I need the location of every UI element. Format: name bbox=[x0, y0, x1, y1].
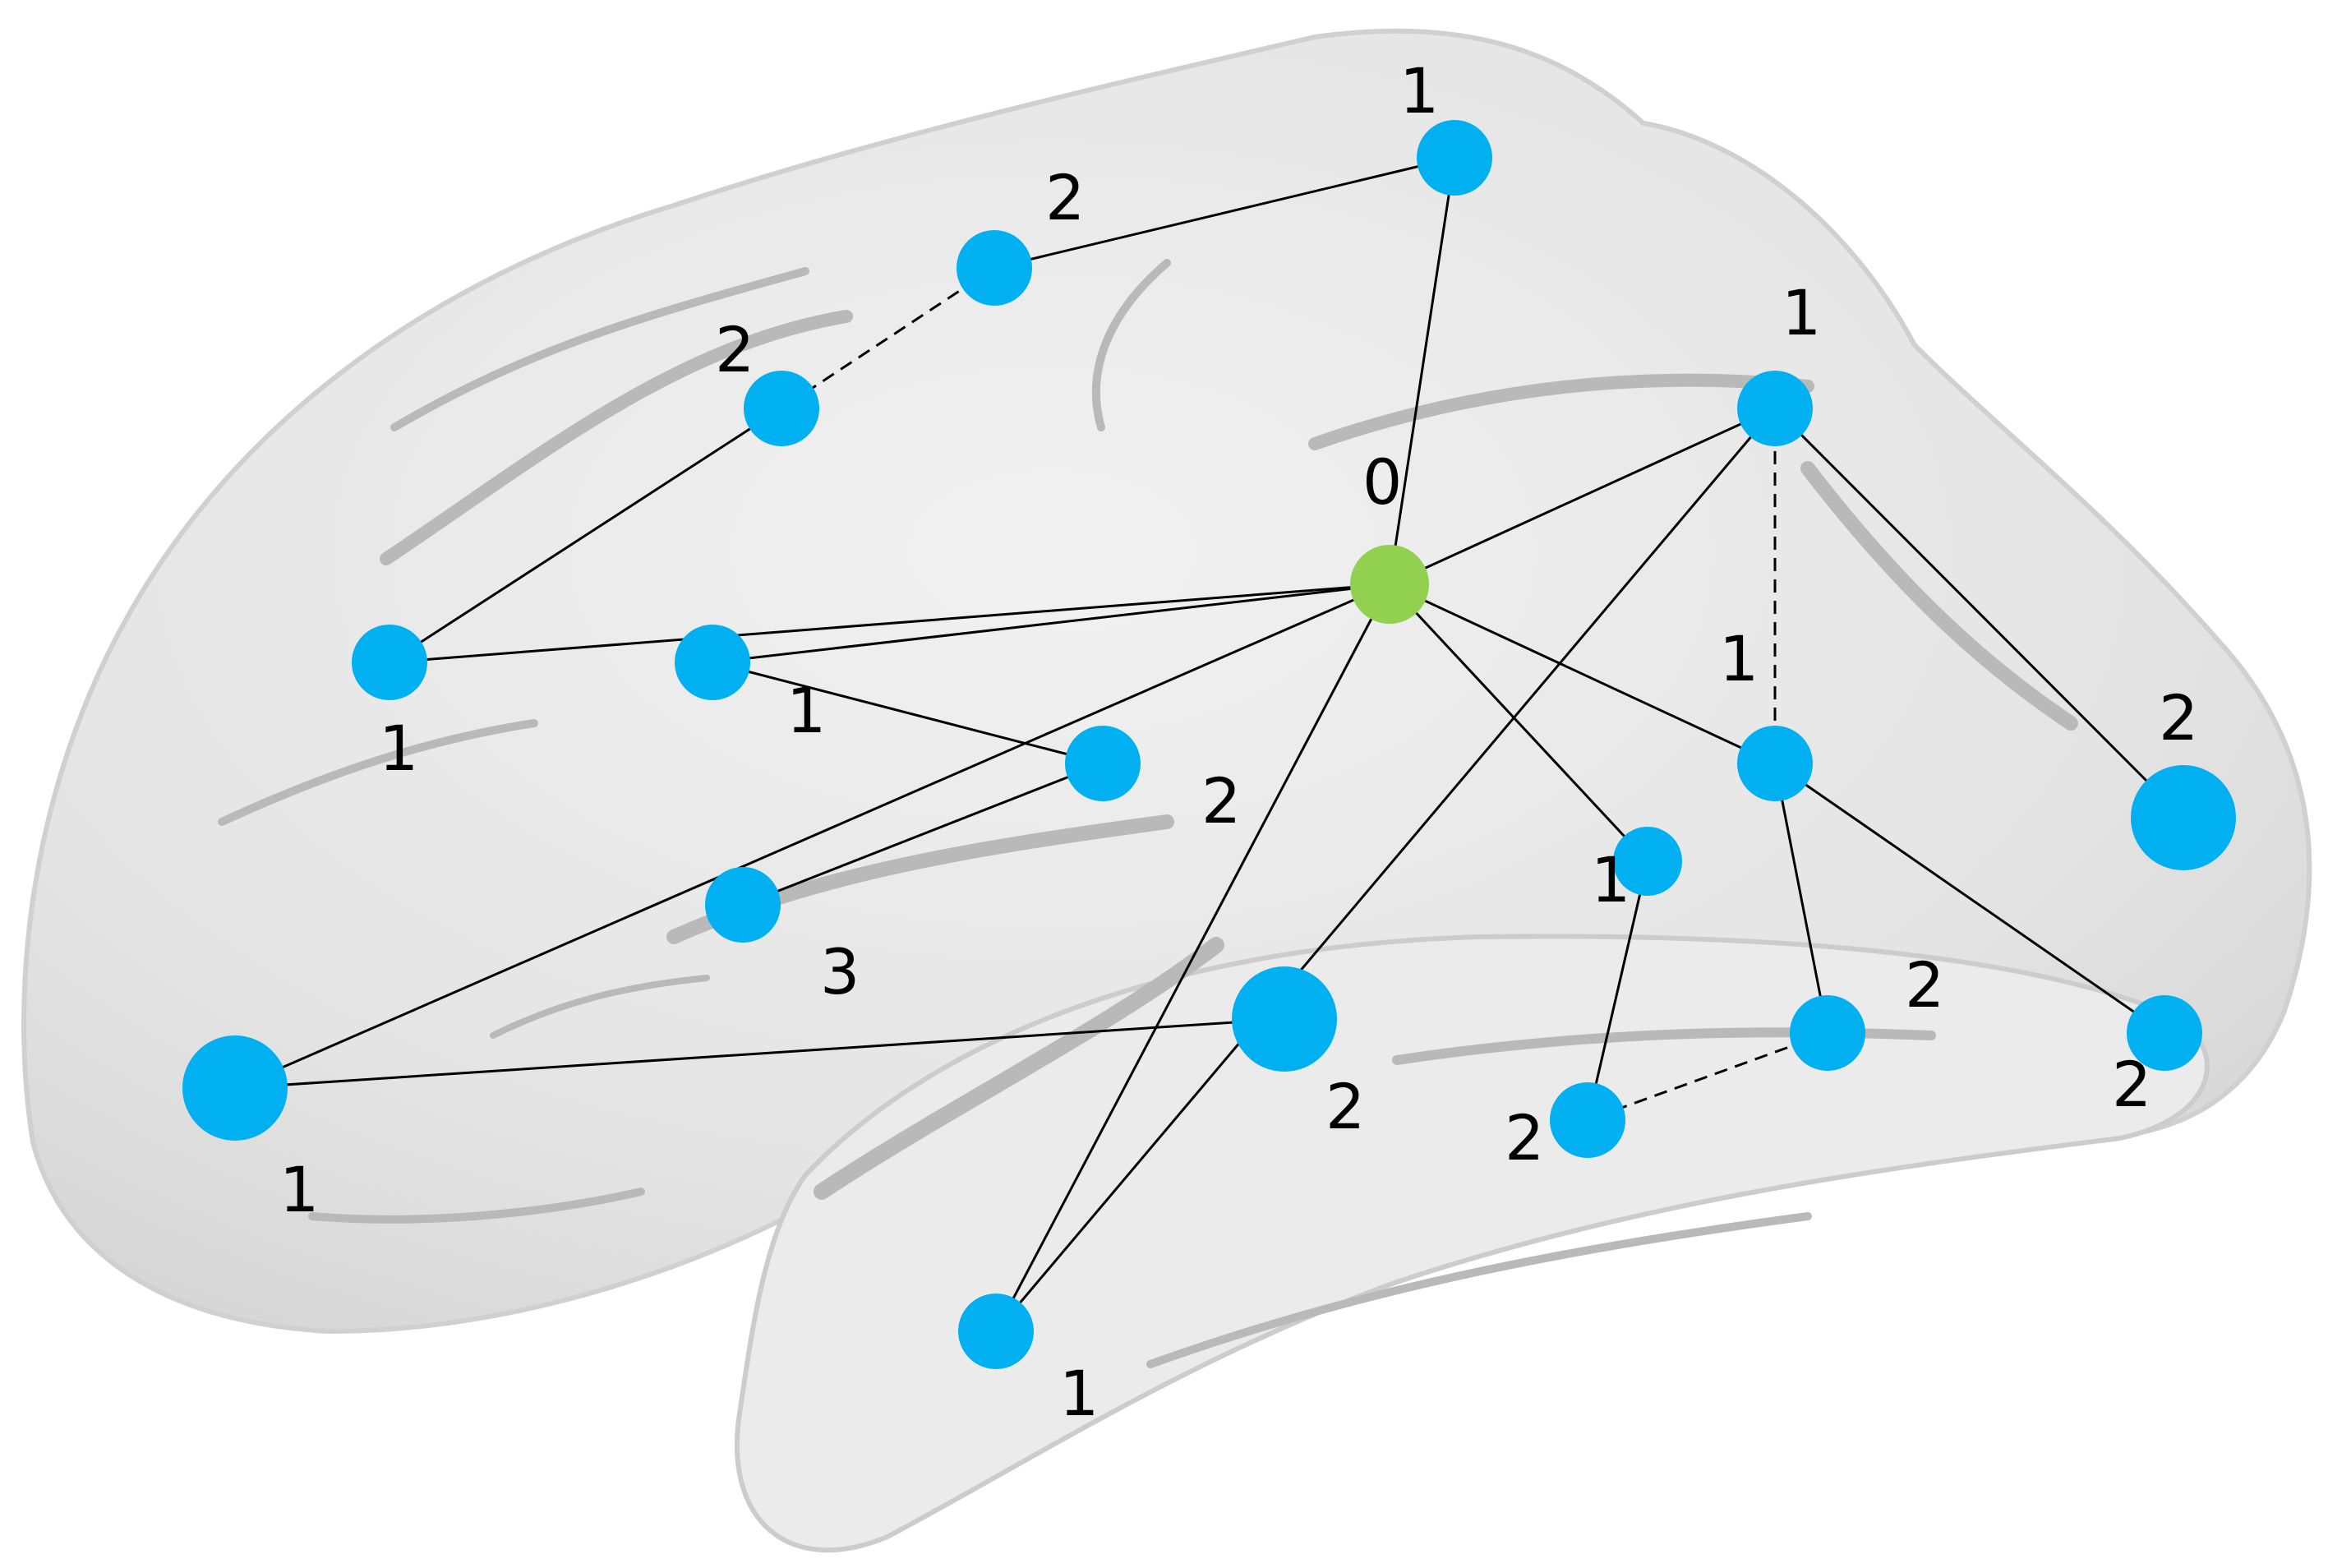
network-node-n6 bbox=[1065, 726, 1141, 801]
network-nodes bbox=[182, 120, 2236, 1369]
hub-node bbox=[1350, 545, 1429, 624]
network-edges bbox=[234, 156, 2185, 1332]
network-node-n15 bbox=[1550, 1082, 1625, 1158]
network-node-n5 bbox=[675, 625, 750, 700]
node-label-n17: 2 bbox=[2112, 1048, 2151, 1121]
edge-hub-n5 bbox=[712, 583, 1390, 664]
node-label-n9: 2 bbox=[1325, 1070, 1365, 1143]
network-node-n1 bbox=[1417, 120, 1492, 196]
node-label-n12: 2 bbox=[2159, 681, 2198, 754]
network-node-n12 bbox=[2131, 765, 2236, 870]
network-node-n10 bbox=[958, 1294, 1034, 1369]
node-label-n7: 3 bbox=[820, 935, 860, 1008]
network-node-n11 bbox=[1737, 371, 1813, 446]
node-label-n6: 2 bbox=[1201, 764, 1241, 837]
node-label-n2: 2 bbox=[1045, 161, 1085, 234]
network-node-n9 bbox=[1232, 966, 1337, 1072]
network-node-n8 bbox=[182, 1035, 288, 1141]
node-label-n4: 1 bbox=[379, 712, 418, 785]
hub-node-label: 0 bbox=[1362, 445, 1402, 519]
edge-n3-n4 bbox=[389, 407, 782, 664]
edge-n6-n7 bbox=[742, 762, 1104, 906]
node-label-n13: 1 bbox=[1591, 843, 1630, 916]
network-node-n2 bbox=[957, 230, 1032, 306]
network-node-n16 bbox=[1790, 995, 1865, 1071]
edge-n14-n16 bbox=[1773, 763, 1829, 1034]
edge-n5-n6 bbox=[712, 661, 1104, 765]
network-node-labels: 0 1 2 2 1 1 2 3 1 2 1 1 2 1 1 2 2 2 bbox=[279, 54, 2198, 1430]
brain-temporal-lobe bbox=[734, 934, 2210, 1553]
edge-n1-n2 bbox=[993, 156, 1455, 270]
node-label-n11: 1 bbox=[1782, 276, 1821, 349]
network-node-n17 bbox=[2127, 995, 2202, 1071]
node-label-n1: 1 bbox=[1399, 54, 1439, 127]
edge-n14-n17 bbox=[1774, 762, 2165, 1035]
network-node-n4 bbox=[352, 625, 427, 700]
node-label-n5: 1 bbox=[786, 674, 826, 747]
node-label-n8: 1 bbox=[279, 1153, 319, 1226]
edge-n10-n11 bbox=[994, 408, 1777, 1332]
edge-hub-n14 bbox=[1389, 583, 1776, 765]
edge-hub-n4 bbox=[389, 583, 1390, 664]
brain-surface bbox=[21, 28, 2312, 1553]
node-label-n16: 2 bbox=[1905, 948, 1944, 1022]
edge-hub-n1 bbox=[1388, 157, 1456, 585]
edge-hub-n8 bbox=[234, 583, 1390, 1090]
network-node-n7 bbox=[705, 867, 781, 943]
edge-n13-n15 bbox=[1586, 860, 1649, 1121]
edge-n11-n12 bbox=[1773, 407, 2185, 819]
edge-hub-n10 bbox=[994, 583, 1391, 1332]
node-label-n14: 1 bbox=[1719, 622, 1759, 695]
edge-hub-n11 bbox=[1389, 407, 1776, 586]
node-label-n10: 1 bbox=[1059, 1357, 1099, 1430]
node-label-n15: 2 bbox=[1505, 1101, 1544, 1174]
network-node-n13 bbox=[1613, 827, 1682, 896]
node-label-n3: 2 bbox=[715, 313, 754, 386]
network-node-n3 bbox=[744, 371, 819, 446]
edge-n8-n9 bbox=[234, 1017, 1285, 1090]
edge-hub-n13 bbox=[1388, 583, 1649, 863]
network-node-n14 bbox=[1737, 726, 1813, 801]
